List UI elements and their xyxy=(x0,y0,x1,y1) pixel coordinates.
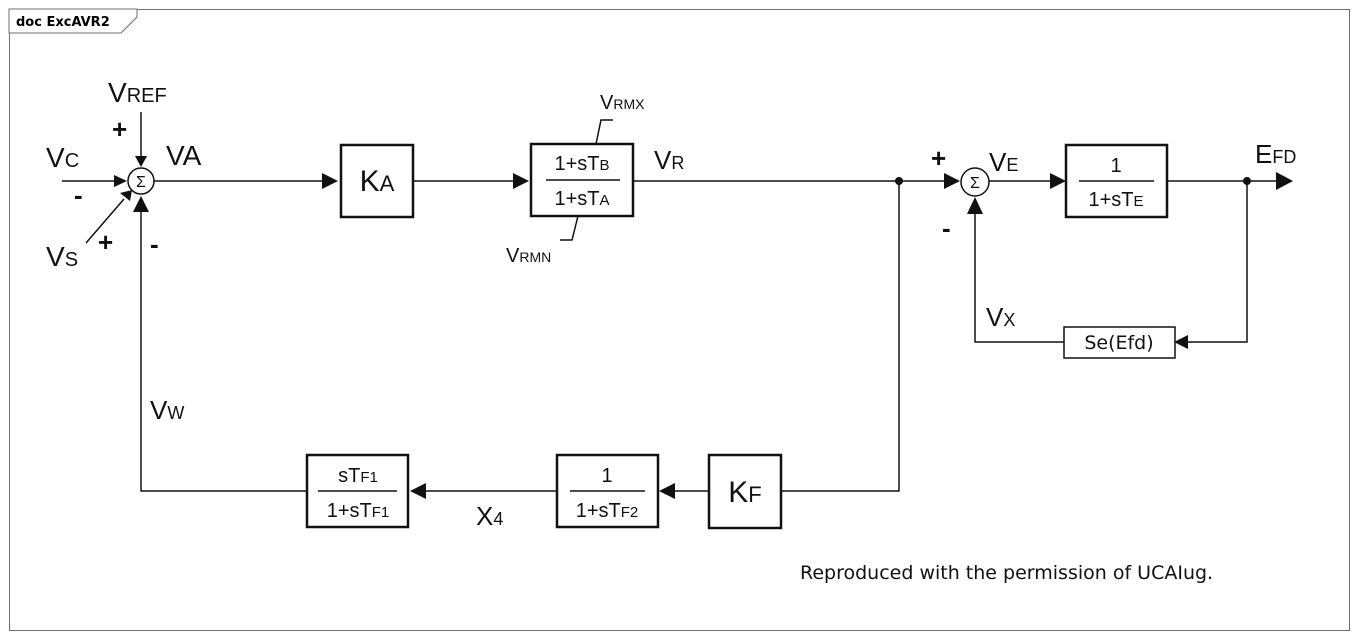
tf2-denominator: 1+sTF2 xyxy=(576,500,639,522)
ka-label: KA xyxy=(360,165,395,198)
va-label: VA xyxy=(166,140,202,171)
tf1-numerator: sTF1 xyxy=(338,465,378,487)
vx-arrowhead xyxy=(967,197,983,214)
x4-arrowhead xyxy=(410,483,426,499)
vw-label: VW xyxy=(150,395,184,425)
kf-label: KF xyxy=(728,476,761,509)
vrmx-label: VRMX xyxy=(600,92,645,114)
vref-plus-sign: + xyxy=(112,114,127,144)
kf-block xyxy=(707,453,783,530)
vs-label: VS xyxy=(46,241,78,272)
vr-plus-sign: + xyxy=(931,143,946,173)
vx-label: VX xyxy=(986,302,1015,332)
vx-wire xyxy=(974,212,1064,343)
vrmx-limit-marker xyxy=(595,119,613,145)
vref-arrowhead xyxy=(135,156,147,167)
vrmn-label: VRMN xyxy=(506,245,551,267)
diagram-tab-label[interactable]: doc ExcAVR2 xyxy=(16,15,110,30)
vr-arrowhead xyxy=(944,173,960,189)
vr-label: VR xyxy=(654,145,684,175)
lead-lag-denominator: 1+sTA xyxy=(554,188,609,210)
tab-outline xyxy=(8,8,138,34)
vc-minus-sign: - xyxy=(74,180,83,210)
tf2-numerator: 1 xyxy=(601,465,612,487)
ve-label: VE xyxy=(989,147,1018,177)
kf-in-wire xyxy=(781,181,900,492)
sum-symbol-2: Σ xyxy=(970,175,980,192)
ka-out-arrowhead xyxy=(513,173,529,189)
vx-minus-sign: - xyxy=(942,213,951,243)
efd-label: EFD xyxy=(1255,139,1296,169)
vc-arrowhead xyxy=(114,175,127,187)
tf1-denominator: 1+sTF1 xyxy=(327,500,390,522)
vw-minus-sign: - xyxy=(150,229,159,259)
vs-plus-sign: + xyxy=(98,227,113,257)
vw-wire xyxy=(140,211,307,492)
ve-arrowhead xyxy=(1050,173,1066,189)
efd-arrowhead xyxy=(1276,172,1293,190)
vs-wire xyxy=(85,198,125,244)
vrmn-limit-marker xyxy=(560,215,579,241)
saturation-in-arrowhead xyxy=(1174,335,1188,349)
va-arrowhead xyxy=(322,173,338,189)
exciter-numerator: 1 xyxy=(1110,155,1121,177)
permission-note: Reproduced with the permission of UCAIug… xyxy=(800,562,1213,584)
efd-feedback-wire xyxy=(1188,181,1248,343)
exciter-denominator: 1+sTE xyxy=(1088,189,1143,211)
saturation-block xyxy=(1063,326,1176,359)
x4-label: X4 xyxy=(476,501,503,531)
vw-arrowhead xyxy=(133,196,149,212)
sum-symbol-1: Σ xyxy=(136,174,146,191)
vs-arrowhead xyxy=(120,190,132,201)
vref-label: VREF xyxy=(108,77,167,108)
kf-out-arrowhead xyxy=(659,483,675,499)
diagram-frame xyxy=(9,9,1350,631)
saturation-label: Se(Efd) xyxy=(1084,332,1153,354)
summing-junction-2 xyxy=(960,167,990,197)
vc-label: VC xyxy=(46,142,79,173)
lead-lag-numerator: 1+sTB xyxy=(554,153,609,175)
